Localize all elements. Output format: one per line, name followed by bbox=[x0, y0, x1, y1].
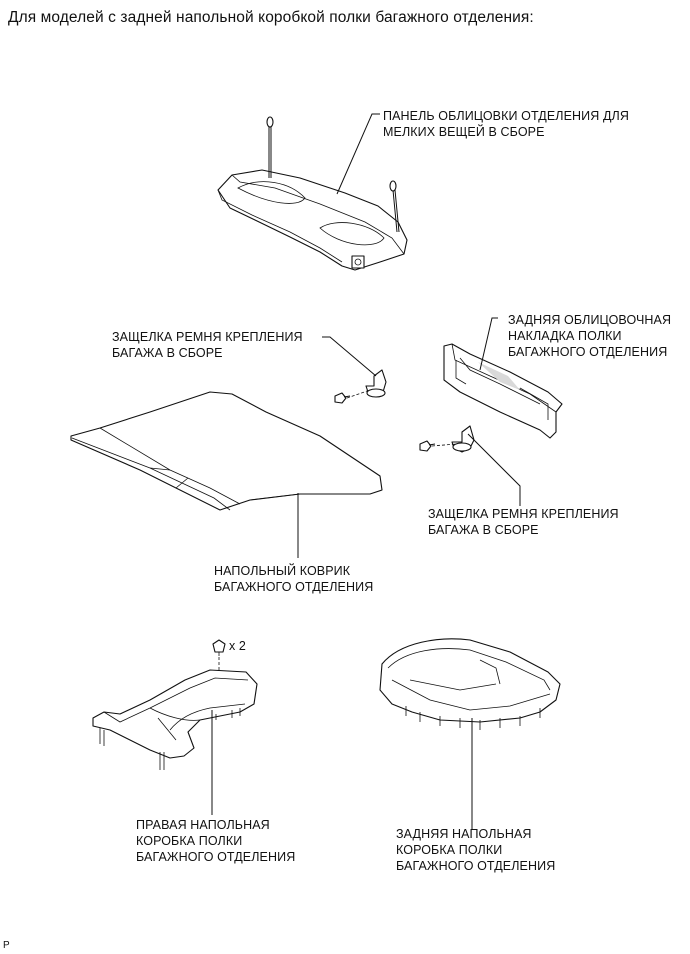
right-box-label: ПРАВАЯ НАПОЛЬНАЯ КОРОБКА ПОЛКИ БАГАЖНОГО… bbox=[136, 817, 295, 865]
panel-label: ПАНЕЛЬ ОБЛИЦОВКИ ОТДЕЛЕНИЯ ДЛЯ МЕЛКИХ ВЕ… bbox=[383, 108, 629, 140]
floor-mat-label-line-2: БАГАЖНОГО ОТДЕЛЕНИЯ bbox=[214, 580, 374, 594]
rear-box-label-line-1: ЗАДНЯЯ НАПОЛЬНАЯ bbox=[396, 827, 532, 841]
latch-upper-leader-line bbox=[322, 336, 377, 377]
latch-lower-label-line-2: БАГАЖА В СБОРЕ bbox=[428, 523, 539, 537]
panel-leader-line bbox=[336, 113, 380, 195]
right-box-label-line-2: КОРОБКА ПОЛКИ bbox=[136, 834, 243, 848]
right-floor-box bbox=[92, 669, 258, 770]
right-box-label-line-3: БАГАЖНОГО ОТДЕЛЕНИЯ bbox=[136, 850, 296, 864]
panel-label-line-1: ПАНЕЛЬ ОБЛИЦОВКИ ОТДЕЛЕНИЯ ДЛЯ bbox=[383, 109, 629, 123]
latch-lower-label: ЗАЩЕЛКА РЕМНЯ КРЕПЛЕНИЯ БАГАЖА В СБОРЕ bbox=[428, 506, 619, 538]
rear-trim-label: ЗАДНЯЯ ОБЛИЦОВОЧНАЯ НАКЛАДКА ПОЛКИ БАГАЖ… bbox=[508, 312, 671, 360]
floor-mat-label-line-1: НАПОЛЬНЫЙ КОВРИК bbox=[214, 564, 351, 578]
strap-latch-lower bbox=[419, 425, 475, 453]
rear-trim-label-line-3: БАГАЖНОГО ОТДЕЛЕНИЯ bbox=[508, 345, 668, 359]
latch-upper-label: ЗАЩЕЛКА РЕМНЯ КРЕПЛЕНИЯ БАГАЖА В СБОРЕ bbox=[112, 329, 303, 361]
latch-lower-label-line-1: ЗАЩЕЛКА РЕМНЯ КРЕПЛЕНИЯ bbox=[428, 507, 619, 521]
footer-mark: P bbox=[3, 940, 10, 951]
rear-trim-label-line-1: ЗАДНЯЯ ОБЛИЦОВОЧНАЯ bbox=[508, 313, 672, 327]
trim-panel-assembly bbox=[217, 116, 408, 271]
panel-label-line-2: МЕЛКИХ ВЕЩЕЙ В СБОРЕ bbox=[383, 125, 545, 139]
rear-box-label: ЗАДНЯЯ НАПОЛЬНАЯ КОРОБКА ПОЛКИ БАГАЖНОГО… bbox=[396, 826, 555, 874]
clip-quantity: x 2 bbox=[229, 639, 246, 653]
rear-trim-leader-line bbox=[479, 317, 498, 371]
page-title: Для моделей с задней напольной коробкой … bbox=[8, 9, 534, 26]
rear-trim-cover bbox=[443, 343, 563, 439]
floor-mat bbox=[70, 391, 383, 511]
latch-lower-leader-line bbox=[467, 433, 521, 506]
rear-box-label-line-3: БАГАЖНОГО ОТДЕЛЕНИЯ bbox=[396, 859, 556, 873]
right-box-label-line-1: ПРАВАЯ НАПОЛЬНАЯ bbox=[136, 818, 270, 832]
rear-floor-box bbox=[379, 638, 561, 730]
bolt-lower bbox=[419, 440, 436, 452]
rear-box-label-line-2: КОРОБКА ПОЛКИ bbox=[396, 843, 503, 857]
latch-upper-label-line-2: БАГАЖА В СБОРЕ bbox=[112, 346, 223, 360]
strap-latch-upper bbox=[334, 369, 387, 404]
clip-icon bbox=[212, 639, 226, 656]
latch-upper-label-line-1: ЗАЩЕЛКА РЕМНЯ КРЕПЛЕНИЯ bbox=[112, 330, 303, 344]
rear-trim-label-line-2: НАКЛАДКА ПОЛКИ bbox=[508, 329, 622, 343]
bolt-upper bbox=[334, 392, 351, 404]
floor-mat-label: НАПОЛЬНЫЙ КОВРИК БАГАЖНОГО ОТДЕЛЕНИЯ bbox=[214, 563, 373, 595]
